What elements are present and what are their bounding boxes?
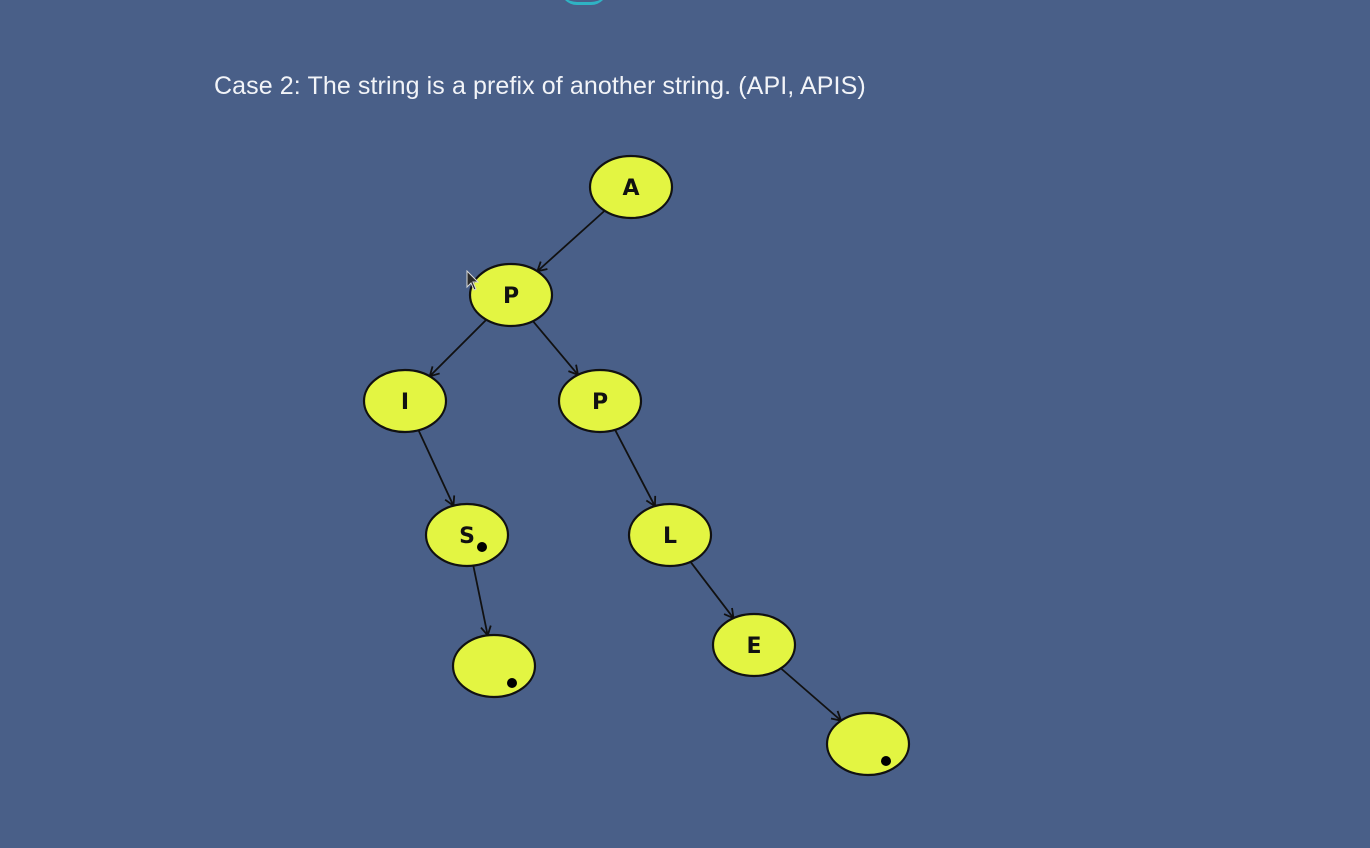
trie-node-p1: P bbox=[468, 262, 554, 328]
edge-l-to-e bbox=[689, 561, 735, 620]
node-label: S bbox=[459, 524, 475, 549]
node-ellipse bbox=[588, 154, 674, 220]
edge-a-to-p1 bbox=[535, 210, 606, 273]
node-label: I bbox=[401, 390, 409, 415]
node-ellipse bbox=[362, 368, 448, 434]
node-ellipse bbox=[627, 502, 713, 568]
end-of-word-marker-icon bbox=[881, 756, 891, 766]
node-label: E bbox=[746, 634, 761, 659]
trie-node-end2 bbox=[825, 711, 911, 777]
node-ellipse bbox=[451, 633, 537, 699]
trie-node-i: I bbox=[362, 368, 448, 434]
nodes-layer: A P I P S L E bbox=[362, 154, 911, 777]
node-ellipse bbox=[557, 368, 643, 434]
trie-node-p2: P bbox=[557, 368, 643, 434]
end-of-word-marker-icon bbox=[507, 678, 517, 688]
edge-p1-to-p2 bbox=[532, 320, 580, 377]
edges-layer bbox=[417, 210, 843, 722]
top-arc-decoration bbox=[560, 0, 608, 5]
node-ellipse bbox=[468, 262, 554, 328]
trie-node-a: A bbox=[588, 154, 674, 220]
edge-p1-to-i bbox=[428, 319, 487, 378]
edge-p2-to-l bbox=[614, 429, 657, 508]
node-ellipse bbox=[825, 711, 911, 777]
node-ellipse bbox=[711, 612, 797, 678]
trie-node-end1 bbox=[451, 633, 537, 699]
node-label: A bbox=[622, 176, 639, 201]
node-label: L bbox=[663, 524, 677, 549]
node-ellipse bbox=[424, 502, 510, 568]
slide-caption: Case 2: The string is a prefix of anothe… bbox=[214, 72, 866, 100]
node-label: P bbox=[503, 284, 519, 309]
edge-i-to-s bbox=[417, 429, 456, 508]
trie-node-l: L bbox=[627, 502, 713, 568]
edge-e-to-end2 bbox=[780, 667, 843, 722]
edge-s-to-end1 bbox=[472, 565, 492, 638]
end-of-word-marker-icon bbox=[477, 542, 487, 552]
trie-node-s: S bbox=[424, 502, 510, 568]
node-label: P bbox=[592, 390, 608, 415]
mouse-cursor-icon bbox=[466, 270, 480, 291]
trie-node-e: E bbox=[711, 612, 797, 678]
